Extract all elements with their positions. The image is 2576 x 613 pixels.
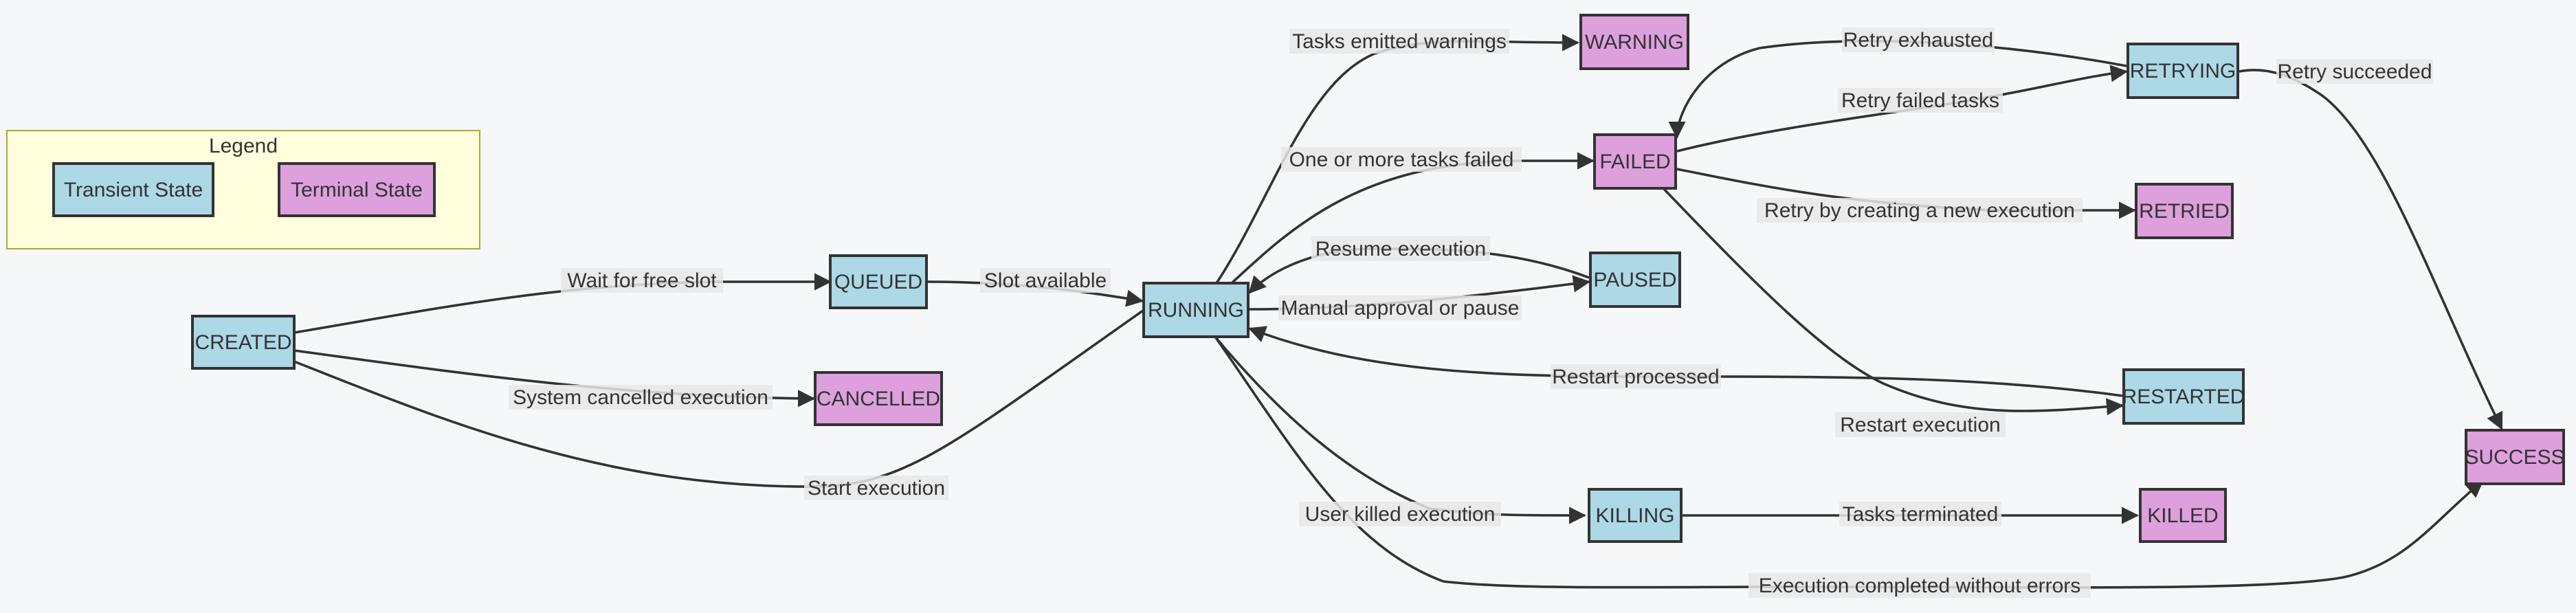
edge-label-bg	[561, 268, 723, 293]
node-retried: RETRIED	[2135, 183, 2234, 239]
edge-label-running-paused: Manual approval or pause	[1281, 297, 1520, 320]
edge-label-running-warning: Tasks emitted warnings	[1292, 30, 1507, 53]
node-restarted-label: RESTARTED	[2122, 386, 2245, 408]
edge-label-failed-retrying: Retry failed tasks	[1841, 89, 1999, 112]
edge-label-running-success: Execution completed without errors	[1759, 575, 2081, 597]
edge-label-paused-running: Resume execution	[1315, 238, 1486, 260]
edge-label-bg	[1311, 236, 1490, 261]
edge-label-killing-killed: Tasks terminated	[1843, 503, 1999, 526]
edge-label-running-killing: User killed execution	[1305, 503, 1496, 526]
node-failed-label: FAILED	[1599, 151, 1670, 173]
legend: Legend Transient State Terminal State	[6, 130, 480, 249]
edge-running-failed	[1230, 152, 1595, 285]
edge-running-success	[1214, 335, 2484, 589]
edge-created-running	[293, 291, 1170, 488]
edge-label-restarted-running: Restart processed	[1552, 366, 1719, 388]
node-killed: KILLED	[2139, 488, 2227, 543]
edge-label-created-cancelled: System cancelled execution	[513, 386, 768, 409]
edge-label-failed-retried: Retry by creating a new execution	[1764, 199, 2075, 222]
edge-label-bg	[1748, 573, 2091, 598]
legend-terminal-label: Terminal State	[291, 179, 423, 201]
legend-transient-swatch	[52, 162, 214, 217]
node-killing: KILLING	[1588, 488, 1683, 543]
node-paused: PAUSED	[1589, 252, 1681, 308]
legend-transient-label: Transient State	[64, 179, 203, 201]
edge-label-bg	[804, 476, 948, 500]
node-running: RUNNING	[1142, 282, 1250, 338]
edge-label-bg	[1842, 27, 1995, 52]
node-retrying-label: RETRYING	[2130, 60, 2236, 82]
edge-label-bg	[1551, 364, 1721, 389]
edge-retrying-failed	[1668, 40, 2127, 140]
node-queued-label: QUEUED	[834, 271, 922, 293]
node-success-label: SUCCESS	[2465, 446, 2564, 469]
edge-retrying-success	[2239, 69, 2503, 430]
legend-title: Legend	[209, 135, 278, 157]
node-failed: FAILED	[1593, 133, 1677, 190]
edge-label-bg	[1835, 412, 2006, 437]
edge-label-bg	[1757, 198, 2083, 223]
edge-labels: Wait for free slot System cancelled exec…	[509, 27, 2433, 598]
node-killed-label: KILLED	[2147, 504, 2218, 527]
edge-label-running-failed: One or more tasks failed	[1289, 148, 1514, 171]
node-restarted: RESTARTED	[2122, 368, 2245, 425]
edge-label-bg	[509, 385, 773, 410]
node-paused-label: PAUSED	[1593, 269, 1676, 291]
node-retried-label: RETRIED	[2139, 200, 2230, 223]
edge-failed-restarted	[1662, 187, 2124, 416]
edge-label-bg	[1299, 502, 1501, 526]
edge-label-retrying-success: Retry succeeded	[2277, 60, 2432, 83]
node-retrying: RETRYING	[2127, 43, 2239, 99]
node-created-label: CREATED	[195, 331, 291, 354]
edge-label-queued-running: Slot available	[984, 269, 1107, 292]
node-running-label: RUNNING	[1148, 299, 1244, 322]
nodes: CREATED QUEUED CANCELLED RUNNING WARNING…	[191, 14, 2565, 543]
edge-running-killing	[1214, 335, 1587, 524]
node-created: CREATED	[191, 315, 296, 370]
edge-label-created-running: Start execution	[808, 477, 945, 500]
node-queued: QUEUED	[829, 254, 928, 309]
edge-label-created-queued: Wait for free slot	[567, 269, 717, 292]
node-killing-label: KILLING	[1595, 504, 1674, 527]
legend-terminal-swatch	[278, 162, 436, 217]
edge-label-bg	[1281, 147, 1522, 172]
node-cancelled: CANCELLED	[814, 371, 943, 426]
edge-label-failed-restarted: Restart execution	[1840, 414, 2000, 436]
edge-label-bg	[2276, 59, 2433, 84]
node-success: SUCCESS	[2465, 429, 2565, 485]
edge-label-bg	[1838, 88, 2003, 113]
node-warning: WARNING	[1579, 14, 1689, 70]
edge-label-bg	[1289, 29, 1509, 54]
edge-label-bg	[1839, 502, 2001, 526]
edge-label-bg	[980, 268, 1111, 293]
node-cancelled-label: CANCELLED	[817, 388, 940, 410]
edge-label-bg	[1278, 296, 1522, 320]
node-warning-label: WARNING	[1585, 31, 1684, 54]
edge-label-retrying-failed: Retry exhausted	[1843, 29, 1993, 52]
